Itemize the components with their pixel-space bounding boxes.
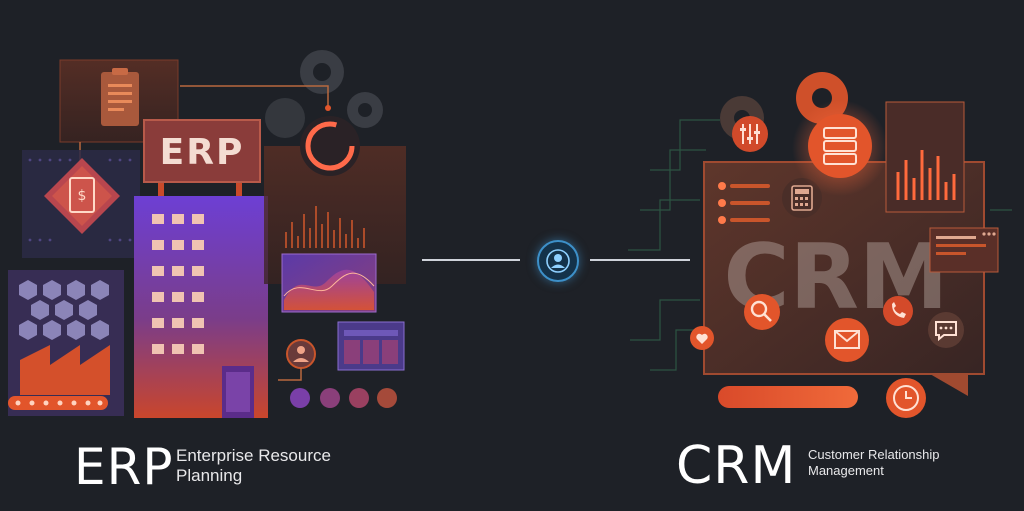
clipboard-icon (101, 68, 139, 126)
erp-caption-line2: Planning (176, 466, 243, 486)
user-icon (537, 240, 579, 282)
spike-bars (285, 206, 365, 248)
gear-icon (265, 50, 383, 138)
search-icon (744, 294, 780, 330)
erp-sign-text: ERP (160, 132, 245, 173)
crm-caption-line1: Customer Relationship (808, 447, 940, 462)
dollar-sign: $ (78, 188, 87, 204)
factory-icon (8, 345, 110, 410)
calculator-icon (782, 178, 822, 218)
crm-caption-line2: Management (808, 462, 884, 478)
clock-icon (886, 378, 926, 418)
mail-icon (825, 318, 869, 362)
server-icon (808, 114, 872, 178)
settings-sliders-icon (732, 116, 768, 152)
phone-icon (883, 296, 913, 326)
checklist (718, 182, 770, 224)
erp-caption-line1: Enterprise Resource (176, 446, 331, 465)
mini-window (929, 227, 999, 273)
heart-icon (690, 326, 714, 350)
progress-bar (718, 386, 858, 408)
dot-row (290, 388, 397, 408)
erp-caption-short: ERP (74, 438, 174, 496)
erp-sign (143, 119, 261, 183)
receipt-icon: $ (44, 158, 120, 234)
erp-caption-long: Enterprise Resource Planning (176, 446, 331, 487)
bar-chart (896, 150, 956, 200)
circuit-lines (628, 119, 1012, 371)
erp-building (134, 196, 268, 418)
chat-icon (928, 312, 964, 348)
hexagon-grid (19, 280, 109, 340)
crm-caption-short: CRM (676, 436, 797, 496)
crm-caption-long: Customer Relationship Management (808, 447, 940, 478)
